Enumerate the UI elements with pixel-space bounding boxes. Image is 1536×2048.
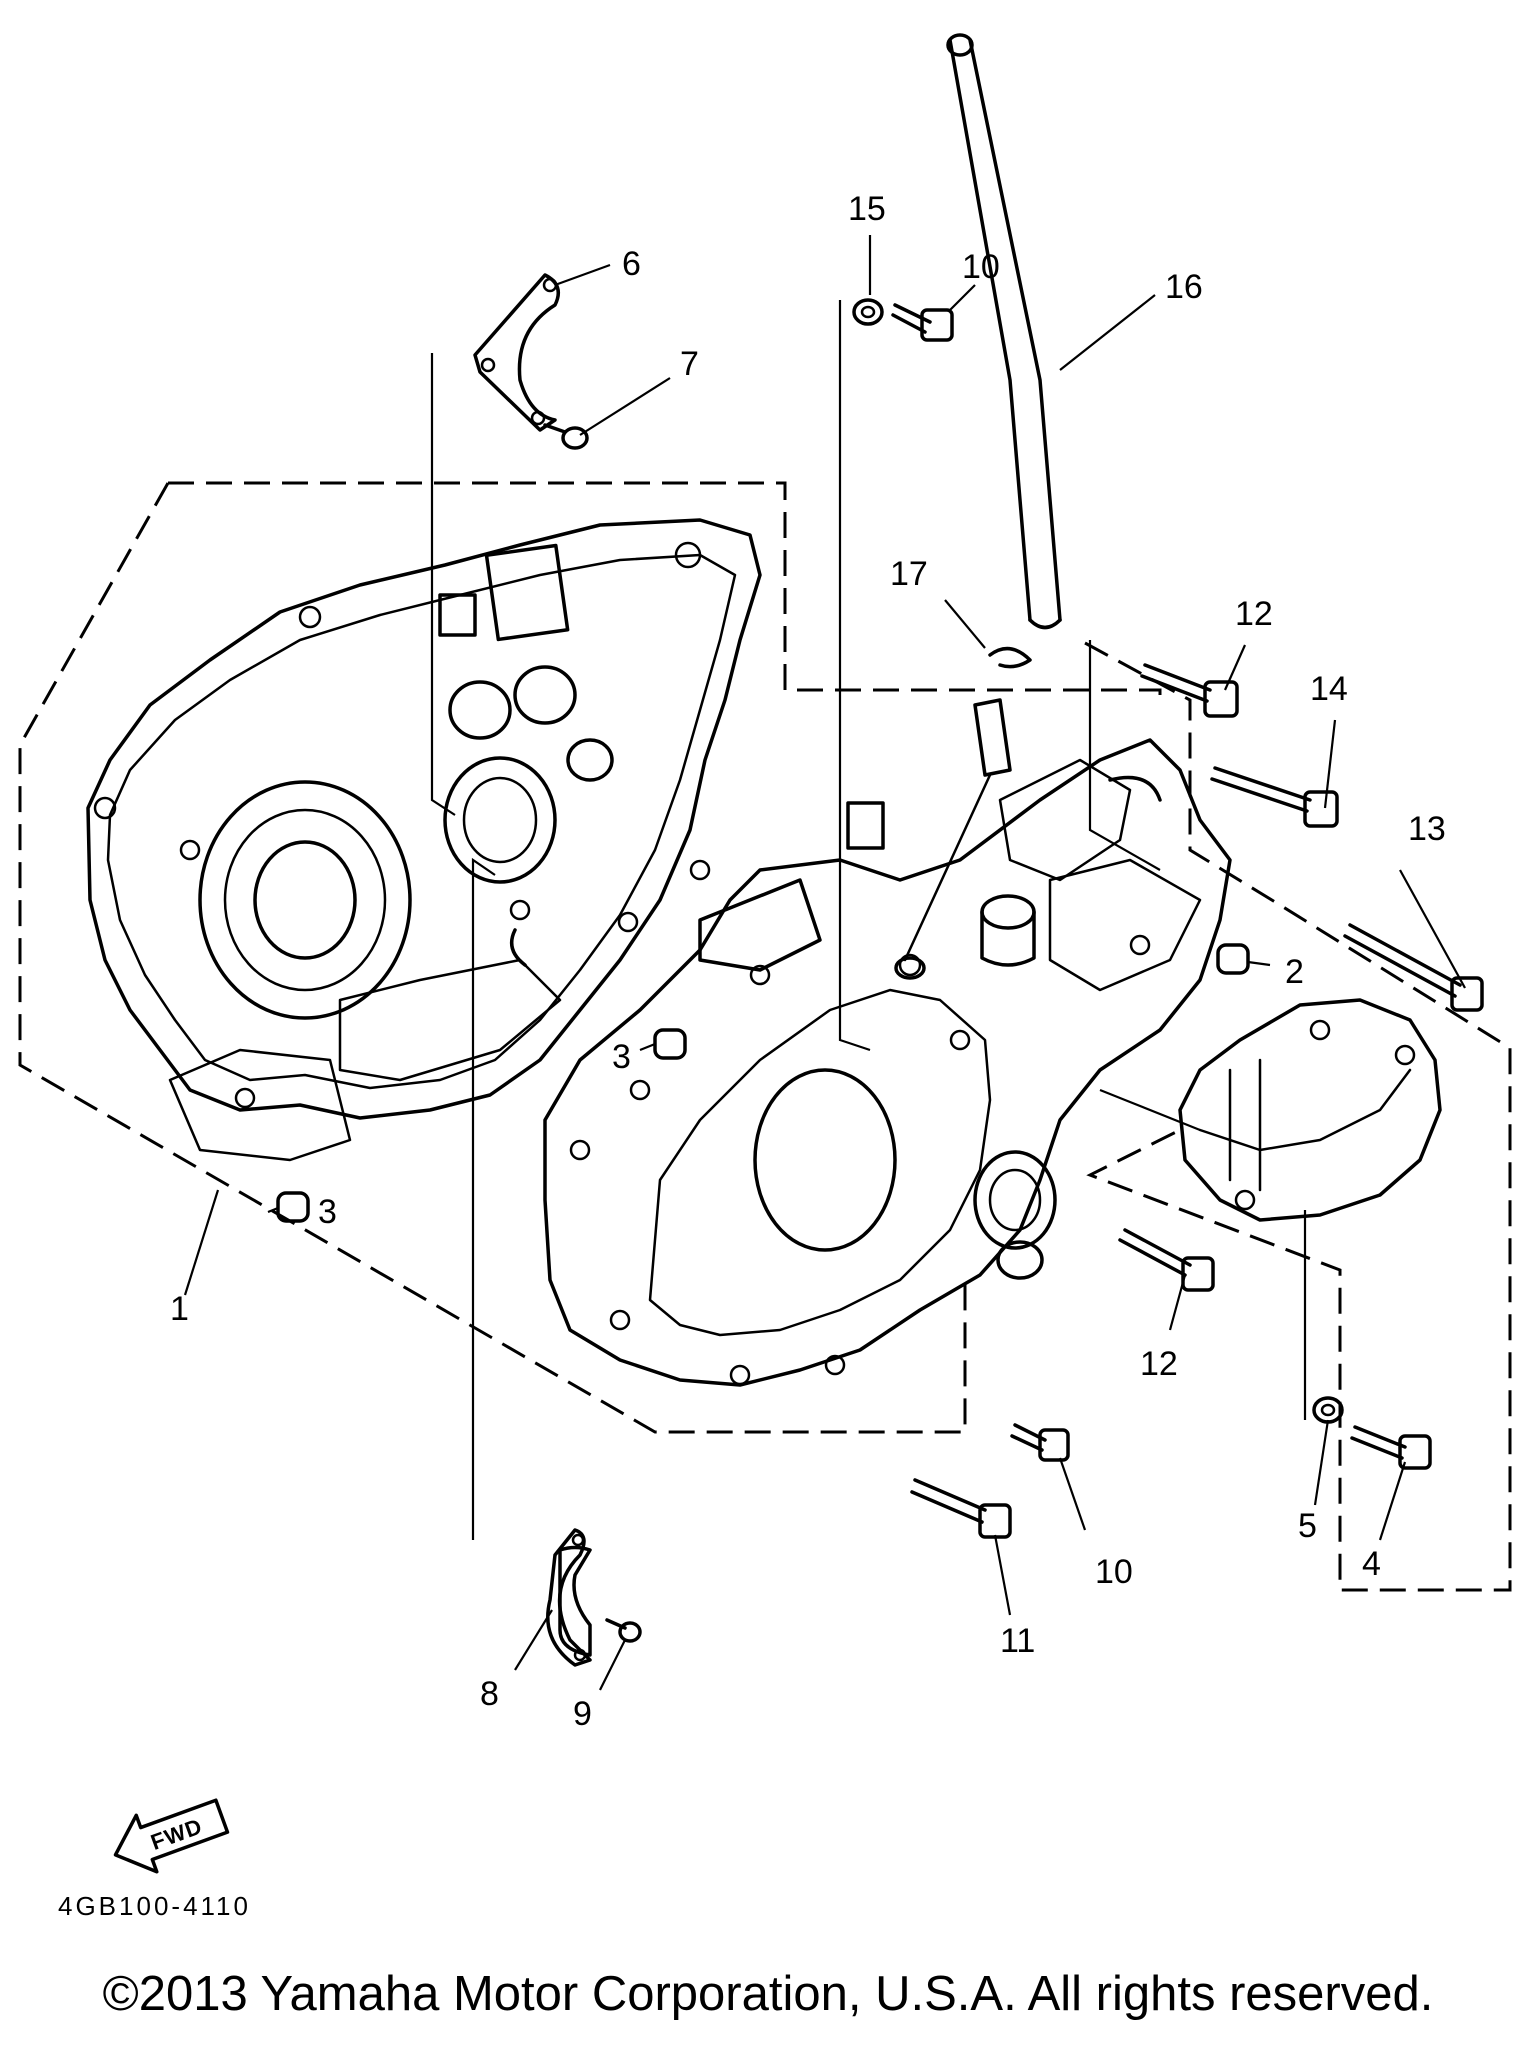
callout-3-lower: 3	[318, 1193, 337, 1231]
bearing-retainer-upper	[473, 273, 561, 432]
bolt-10-upper	[891, 303, 954, 342]
callout-labels: 1 2 3 3 4 5 6 7 8 9 10 10 11 12 12 13 14…	[170, 190, 1446, 1733]
callout-12-upper: 12	[1235, 595, 1273, 633]
dowel-pin-3-upper	[653, 1028, 687, 1060]
bolt-12-upper	[1140, 663, 1239, 718]
hose-clip	[988, 646, 1032, 669]
callout-17: 17	[890, 555, 928, 593]
assembly-guide-lines	[430, 300, 1307, 1540]
washer-15	[852, 298, 884, 326]
fwd-arrow-icon: FWD	[113, 1798, 230, 1874]
right-crankcase-half	[543, 738, 1232, 1387]
callout-16: 16	[1165, 268, 1203, 306]
bolt-10-lower	[1010, 1423, 1070, 1462]
callout-10-upper: 10	[962, 248, 1000, 286]
copyright-notice: ©2013 Yamaha Motor Corporation, U.S.A. A…	[102, 1967, 1434, 2021]
hose-fitting	[894, 698, 1012, 980]
callout-12-lower: 12	[1140, 1345, 1178, 1383]
callout-3-upper: 3	[612, 1038, 631, 1076]
callout-6: 6	[622, 245, 641, 283]
callout-15: 15	[848, 190, 886, 228]
callout-7: 7	[680, 345, 699, 383]
bolt-12-lower	[1118, 1228, 1215, 1292]
callout-2: 2	[1285, 953, 1304, 991]
bolt-13	[1343, 923, 1484, 1012]
assembly-outline-right	[1084, 641, 1512, 1592]
left-crankcase-half	[86, 518, 762, 1162]
callout-11: 11	[1000, 1622, 1035, 1660]
fwd-label: FWD	[147, 1813, 205, 1855]
callout-5: 5	[1298, 1507, 1317, 1545]
bolt-11	[910, 1478, 1012, 1539]
diagram-part-code: 4GB100-4110	[58, 1891, 251, 1921]
callout-13: 13	[1408, 810, 1446, 848]
callout-10-lower: 10	[1095, 1553, 1133, 1591]
dowel-pin-3-lower	[276, 1191, 310, 1223]
callout-1: 1	[170, 1290, 189, 1328]
screw-9	[605, 1618, 642, 1643]
callout-14: 14	[1310, 670, 1348, 708]
bolt-4	[1350, 1425, 1432, 1470]
leader-lines	[183, 235, 1466, 1691]
breather-hose	[946, 33, 1062, 630]
callout-8: 8	[480, 1675, 499, 1713]
assembly-outline-left	[18, 481, 1162, 1434]
bearing-retainer-lower	[546, 1528, 592, 1667]
side-cover	[1178, 998, 1442, 1222]
washer-5	[1312, 1396, 1344, 1424]
callout-9: 9	[573, 1695, 592, 1733]
callout-4: 4	[1362, 1545, 1381, 1583]
screw-7	[543, 423, 589, 450]
bolt-14	[1210, 766, 1339, 828]
dowel-pin-2	[1216, 943, 1250, 975]
